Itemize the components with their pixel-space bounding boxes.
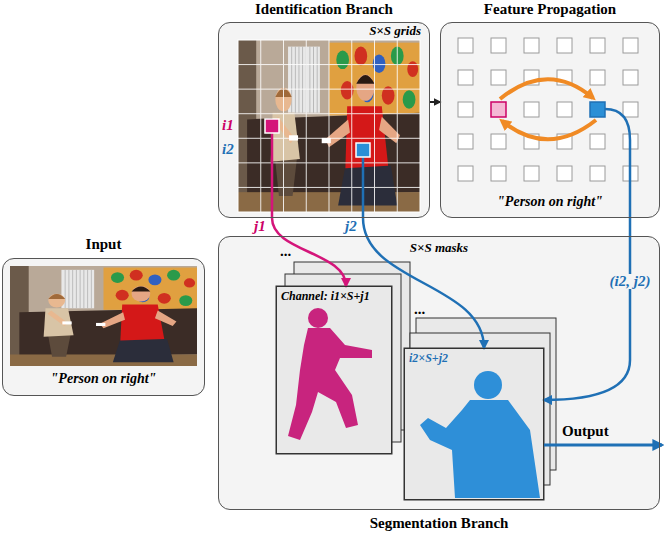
grid-caption: S×S grids (369, 24, 421, 39)
feature-grid-part (491, 38, 506, 53)
input-panel: Input"Person on right" (2, 258, 205, 396)
channel-index: i2×S+j2 (409, 351, 448, 365)
grid-photo-part (362, 157, 365, 218)
feature-grid-part (623, 38, 638, 53)
mask-silhouettes-part (420, 400, 540, 498)
input-photo (10, 266, 197, 366)
feature-grid-part (623, 70, 638, 85)
mask-stack-part (276, 286, 392, 454)
feature-grid-part (590, 134, 605, 149)
mask-channel-card: Channel: i1×S+j1 (276, 286, 392, 454)
column-index: j1 (254, 219, 266, 234)
feature-grid-part (590, 38, 605, 53)
feature-grid-part (491, 70, 506, 85)
grid-photo (238, 40, 420, 218)
output-label: Output (562, 424, 609, 439)
feature-propagation-arrows (491, 79, 630, 218)
mask-silhouettes-part (308, 308, 328, 328)
edge-label: (i2, j2) (608, 274, 653, 289)
panel-fills-part (218, 236, 660, 510)
feature-propagation-arrows-part (500, 79, 593, 99)
feature-propagation-arrows-part (605, 109, 630, 218)
feature-grid-part (557, 102, 572, 117)
mask-silhouettes-part (288, 328, 372, 440)
grid-photo-part (356, 143, 370, 157)
grid-photo-part (265, 119, 279, 133)
connector-arrow (363, 218, 484, 348)
feature-grid-part (524, 166, 539, 181)
row-index: i2 (222, 142, 234, 157)
mask-stack (276, 262, 556, 500)
grid-photo-part (238, 40, 420, 212)
mask-channel-card: i2×S+j2 (404, 348, 544, 500)
panel-fills-part (440, 22, 660, 218)
feature-grid-part (524, 102, 539, 117)
row-index: i1 (222, 118, 234, 133)
feature-grid-part (557, 166, 572, 181)
panel-fills-part (2, 258, 205, 396)
mask-caption: S×S masks (410, 241, 468, 256)
query-text: "Person on right" (497, 194, 603, 210)
panel-fills (2, 22, 660, 510)
ellipsis: ... (414, 302, 425, 317)
feature-propagation-panel: Feature Propagation"Person on right" (440, 22, 660, 218)
channel-index: Channel: i1×S+j1 (281, 289, 370, 303)
feature-grid-part (524, 38, 539, 53)
grid-photo-part (238, 40, 420, 212)
panel-title: Input (86, 236, 122, 253)
ellipsis: ... (280, 244, 291, 259)
feature-grid-part (557, 38, 572, 53)
feature-grid-part (458, 38, 473, 53)
feature-grid-part (458, 102, 473, 117)
panel-title: Identification Branch (255, 1, 393, 18)
column-index: j2 (345, 219, 357, 234)
grid-photo-part (271, 133, 274, 218)
input-photo-part (10, 266, 197, 366)
feature-grid-part (491, 134, 506, 149)
feature-propagation-arrows-part (491, 102, 506, 117)
output-arrow (544, 445, 662, 446)
feature-grid-part (458, 134, 473, 149)
feature-grid-part (590, 166, 605, 181)
grid-photo-part (238, 40, 420, 212)
panel-title: Segmentation Branch (370, 515, 509, 532)
panel-fills-part (218, 22, 430, 218)
identification-branch-panel: Identification BranchS×S grids (218, 22, 430, 218)
query-text: "Person on right" (51, 371, 157, 387)
panel-title: Feature Propagation (484, 1, 616, 18)
segmentation-branch-panel: Segmentation BranchS×S masksChannel: i1×… (218, 236, 660, 510)
output-arrow-part (544, 444, 662, 447)
feature-propagation-arrows-part (590, 102, 605, 117)
feature-propagation-arrows-part (502, 120, 596, 139)
feature-grid-part (458, 166, 473, 181)
mask-silhouettes (288, 308, 540, 498)
connector-arrow (544, 218, 630, 400)
mask-stack-part (404, 348, 544, 500)
feature-grid-part (590, 70, 605, 85)
mask-silhouettes-part (474, 371, 502, 399)
connector-arrow (272, 218, 346, 286)
feature-grid-part (623, 102, 638, 117)
connector-arrow (430, 101, 440, 103)
feature-grid-part (491, 166, 506, 181)
feature-grid-part (458, 70, 473, 85)
